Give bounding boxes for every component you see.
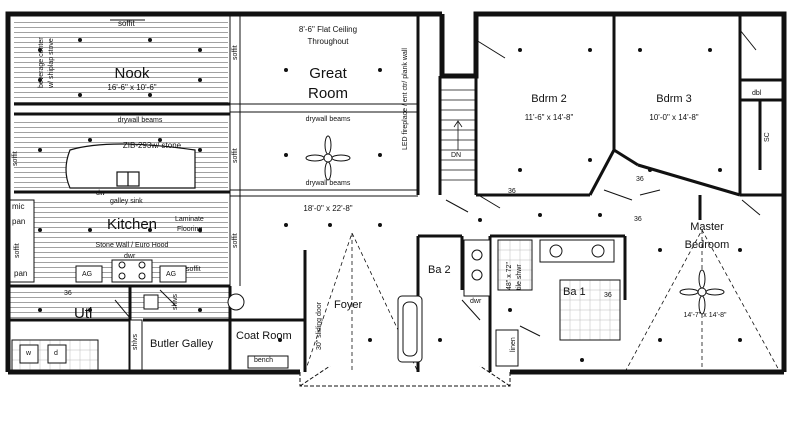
sc-label: SC — [764, 132, 771, 142]
bdrm3-title: Bdrm 3 — [656, 93, 692, 105]
stairs-down-label: DN — [451, 152, 462, 159]
door-36-ba1: 36 — [604, 292, 612, 299]
dwr-ba2-label: dwr — [470, 298, 482, 305]
pan-label-bottom: pan — [14, 269, 28, 278]
drywall-beams-label-great-top: drywall beams — [305, 116, 351, 123]
zib-stone-label: ZIB-293w/ stone — [122, 141, 182, 150]
shelves-label-2: shlvs — [132, 334, 139, 350]
family-room-dims: 18'-0" x 22'-8" — [303, 204, 353, 213]
kitchen-title: Kitchen — [106, 216, 158, 233]
tile-shower-label-2: tile shwr — [516, 264, 523, 290]
soffit-label-dining-left: soffit — [12, 151, 19, 166]
soffit-label-nook-side: soffit — [232, 45, 239, 60]
ceiling-note-line2: Throughout — [307, 37, 349, 46]
nook-dims: 16'-6" x 10'-6" — [107, 83, 157, 92]
door-36-bdrm3: 36 — [636, 176, 644, 183]
euro-hood-label: Stone Wall / Euro Hood — [95, 242, 169, 249]
ba1-title: Ba 1 — [563, 286, 586, 298]
foyer-title: Foyer — [334, 299, 363, 311]
bdrm2-dims: 11'-6" x 14'-8" — [524, 113, 574, 122]
master-title-1: Master — [690, 221, 724, 233]
kitchen-counters — [9, 199, 187, 283]
coat-room-title: Coat Room — [236, 330, 292, 342]
dishwasher-kitchen-label: dwr — [124, 253, 136, 260]
bench-label: bench — [254, 357, 274, 364]
soffit-label-kitchen-bottom: soffit — [186, 266, 201, 273]
great-room-title-1: Great — [309, 65, 347, 82]
dryer-label: d — [54, 350, 58, 357]
exterior-walls — [5, 11, 787, 375]
tile-shower-label-1: 48" x 72" — [506, 262, 513, 290]
stairs — [440, 89, 476, 181]
beam-lines — [110, 14, 418, 286]
soffit-label-dining-side: soffit — [232, 148, 239, 163]
drywall-beams-label-dining: drywall beams — [117, 117, 163, 124]
soffit-label-nook-top: soffit — [118, 19, 135, 28]
bath-fixtures — [397, 239, 621, 367]
master-dims: 14'-7" x 14'-8" — [683, 312, 727, 319]
drywall-beams-label-great-bottom: drywall beams — [305, 180, 351, 187]
butler-galley-title: Butler Galley — [150, 338, 213, 350]
laminate-label: Laminate — [175, 216, 204, 223]
door-swings — [114, 29, 761, 337]
beverage-center-label: beverage center — [38, 37, 45, 88]
flooring-label: Flooring — [177, 226, 203, 233]
great-room-title-2: Room — [307, 85, 349, 102]
utility-fixtures — [11, 293, 289, 371]
ceiling-note-line1: 8'-6" Flat Ceiling — [298, 25, 358, 34]
ceiling-fan-great-room — [305, 135, 351, 181]
bdrm3-dims: 10'-0" x 14'-8" — [649, 113, 699, 122]
door-36-utl: 36 — [64, 290, 72, 297]
beverage-center-label-2: w/ shiplap stove — [48, 38, 55, 88]
door-36-master: 36 — [634, 216, 642, 223]
master-title-2: Bedroom — [684, 239, 730, 251]
soffit-label-kitchen-side: soffit — [232, 233, 239, 248]
dishwasher-island-label: dw — [96, 190, 105, 197]
ceiling-fan-master — [679, 269, 725, 315]
recessed-lights — [38, 38, 742, 362]
dbl-closet-label: dbl — [752, 90, 762, 97]
mic-label: mic — [12, 202, 25, 211]
soffit-label-kitchen-left: soffit — [14, 243, 21, 258]
utl-title: Utl — [74, 305, 93, 322]
front-porch — [299, 365, 511, 387]
appliance-garage-right: AG — [166, 271, 177, 278]
sliding-door-label: 30" sliding door — [316, 301, 323, 350]
pan-label-top: pan — [12, 217, 26, 226]
ba2-title: Ba 2 — [428, 264, 451, 276]
kitchen-island — [65, 143, 196, 189]
bdrm2-title: Bdrm 2 — [531, 93, 567, 105]
galley-sink-label: galley sink — [110, 198, 143, 205]
shelves-label-1: shlvs — [172, 294, 179, 310]
appliance-garage-left: AG — [82, 271, 93, 278]
nook-title: Nook — [114, 65, 150, 82]
led-fireplace-label: LED fireplace / ent ctr/ plank wall — [402, 48, 409, 150]
linen-closet-label: linen — [510, 337, 517, 352]
washer-label: w — [26, 350, 32, 357]
door-36-hall: 36 — [508, 188, 516, 195]
